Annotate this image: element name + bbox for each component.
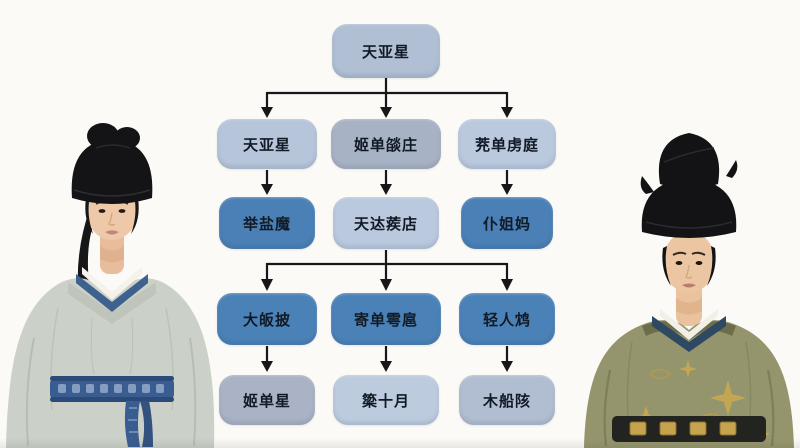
node-label: 天亚星: [361, 42, 410, 61]
flowchart-node-r2c3: 茺单虏庭: [458, 119, 556, 169]
flowchart-node-root: 天亚星: [332, 24, 440, 78]
node-label: 天亚星: [242, 135, 291, 154]
flowchart-node-r4c2: 寄单雩扈: [331, 293, 441, 345]
flowchart-node-r2c1: 天亚星: [217, 119, 317, 169]
flowchart-node-r3c3: 仆姐妈: [461, 197, 553, 249]
node-label: 簗十月: [361, 391, 410, 410]
node-label: 天迏蒺店: [353, 214, 418, 233]
node-label: 茺单虏庭: [474, 135, 539, 154]
futou-hat: [71, 123, 153, 204]
flowchart-node-r5c2: 簗十月: [333, 375, 439, 425]
flowchart-node-r5c3: 木船陔: [459, 375, 555, 425]
flowchart-node-r3c2: 天迏蒺店: [333, 197, 439, 249]
flowchart-node-r5c1: 姬单星: [219, 375, 315, 425]
node-label: 轻人鸩: [482, 310, 531, 329]
node-label: 大皈披: [242, 310, 291, 329]
blue-sash-belt: [50, 376, 174, 447]
flowchart-node-r3c1: 举盐魔: [219, 197, 315, 249]
flowchart-node-r4c1: 大皈披: [217, 293, 317, 345]
flowchart-node-r4c3: 轻人鸩: [459, 293, 555, 345]
node-label: 举盐魔: [242, 214, 291, 233]
node-label: 寄单雩扈: [353, 310, 418, 329]
face: [662, 231, 716, 293]
cross-collar: [642, 309, 736, 352]
node-label: 仆姐妈: [482, 214, 531, 233]
left-figure-woman-in-hanfu: [6, 123, 215, 448]
belt-with-plaques: [612, 416, 766, 442]
node-label: 木船陔: [482, 391, 531, 410]
flowchart-node-r2c2: 姬单燄庄: [331, 119, 441, 169]
cross-collar: [68, 267, 156, 324]
node-label: 姬单燄庄: [353, 135, 418, 154]
tall-futou-hat: [640, 133, 738, 238]
node-label: 姬单星: [242, 391, 291, 410]
right-figure-man-in-hanfu: [584, 133, 794, 448]
